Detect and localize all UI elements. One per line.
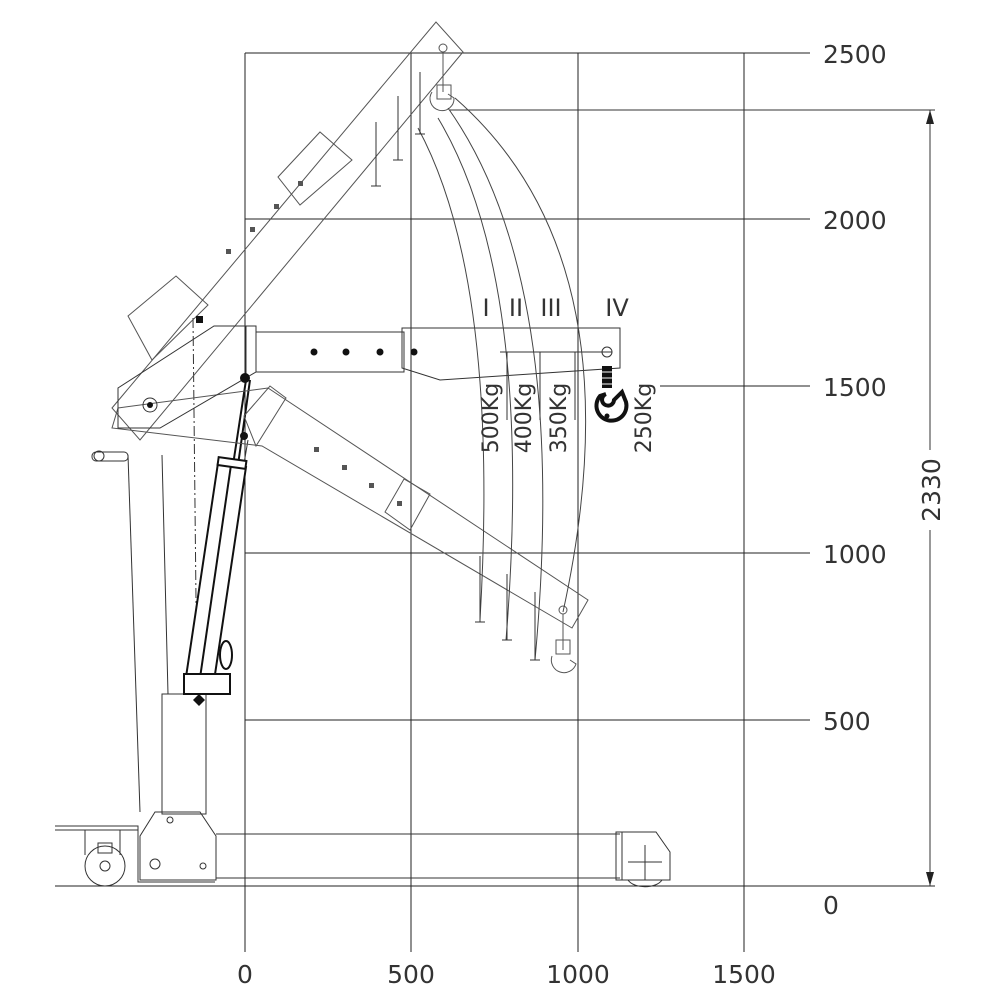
x-tick-label: 500 [387,960,435,989]
boom-lowered-sleeve [384,478,431,531]
boom-hole [274,204,279,209]
boom-hole [310,348,318,356]
boom-outer-section [401,327,621,381]
reach-arc-IV [454,97,587,613]
boom-hole [250,227,255,232]
boom-hole [298,181,303,186]
y-tick-label: 0 [823,891,839,920]
boom-hole [397,501,402,506]
boom-hole [369,483,374,488]
rear-caster-axle [99,860,111,872]
height-dimension: 2330 [450,109,946,886]
front-wheel [627,879,663,888]
hook [594,388,629,423]
boom-pivot-pin [142,397,158,413]
boom-hole [226,249,231,254]
pump-valve [219,640,233,670]
boom-raised-outline [111,21,464,441]
lowered-hook [550,655,577,674]
rear-foot-plate [55,825,215,883]
boom-head-bolt [196,316,203,323]
cylinder-pin [240,432,248,440]
y-tick-label: 1500 [823,373,887,402]
reach-arc-III [447,107,544,661]
position-labels: I II III IV [482,294,629,322]
position-label-I: I [482,294,489,322]
raised-hook [429,91,455,112]
x-tick-label: 1000 [546,960,610,989]
y-tick-label: 500 [823,707,871,736]
boom-hole [314,447,319,452]
front-wheel-housing [615,831,671,881]
dimension-height-label: 2330 [917,458,946,522]
boom-hole [376,348,384,356]
mast-inner-edge [161,454,169,695]
cylinder-collar [216,455,248,471]
load-label-500: 500Kg [479,383,504,453]
cylinder-inner-line [199,464,232,679]
boom-lowered [111,385,589,674]
position-label-III: III [540,294,561,322]
hydraulic-cylinder [183,379,251,706]
boom-head-plate [117,325,257,429]
cylinder-top-pin [240,373,250,383]
x-tick-labels: 0 500 1000 1500 [237,960,776,989]
base-bolt [149,858,161,870]
rear-caster-wheel [84,845,126,887]
boom-hole [342,465,347,470]
load-label-400: 400Kg [512,383,537,453]
base-frame [55,811,671,888]
mast-socket [161,693,207,815]
caster-fork [84,830,121,855]
hook-center [604,413,610,419]
base-block [139,811,217,881]
boom-raised-sleeve [277,131,353,206]
hook-chain [602,366,612,388]
reach-arc-II [437,117,514,641]
cylinder-pivot [193,694,205,706]
y-tick-label: 2000 [823,206,887,235]
lowered-hook-block [555,639,571,655]
reach-arcs [371,72,587,661]
boom-raised-head [127,275,209,361]
y-tick-label: 2500 [823,40,887,69]
raised-hook-eye [438,43,448,53]
load-labels: 500Kg 400Kg 350Kg 250Kg [479,383,657,453]
boom-hole [342,348,350,356]
x-tick-label: 0 [237,960,253,989]
hook-assembly [594,366,629,423]
dimension-arrow-top [926,110,934,124]
boom-horizontal [117,316,629,429]
x-tick-label: 1500 [712,960,776,989]
boom-tip-pin [601,346,613,358]
boom-inner-section [255,331,405,373]
caster-bracket [97,842,113,854]
raised-hook-block [436,84,452,100]
reach-arc-I [417,127,485,621]
dimension-arrow-bottom [926,872,934,886]
pump-handle [91,451,129,462]
boom-pivot-pin-center [147,402,153,408]
position-label-II: II [509,294,523,322]
boom-raised [111,21,464,441]
mast-back-edge [127,454,141,813]
boom-hole [410,348,418,356]
load-label-250: 250Kg [632,383,657,453]
load-label-350: 350Kg [547,383,572,453]
cylinder-ram [232,379,247,466]
y-tick-label: 1000 [823,540,887,569]
cylinder-ram [237,379,251,466]
position-label-IV: IV [605,294,629,322]
grid [55,52,935,952]
dimension-label-bg [918,450,942,530]
boom-lowered-head [243,385,287,448]
cylinder-base [183,673,231,695]
base-bolt [199,862,207,870]
base-bolt [166,816,174,824]
y-tick-labels: 2500 2000 1500 1000 500 0 [823,40,887,920]
pump-handle-knob [93,450,105,462]
